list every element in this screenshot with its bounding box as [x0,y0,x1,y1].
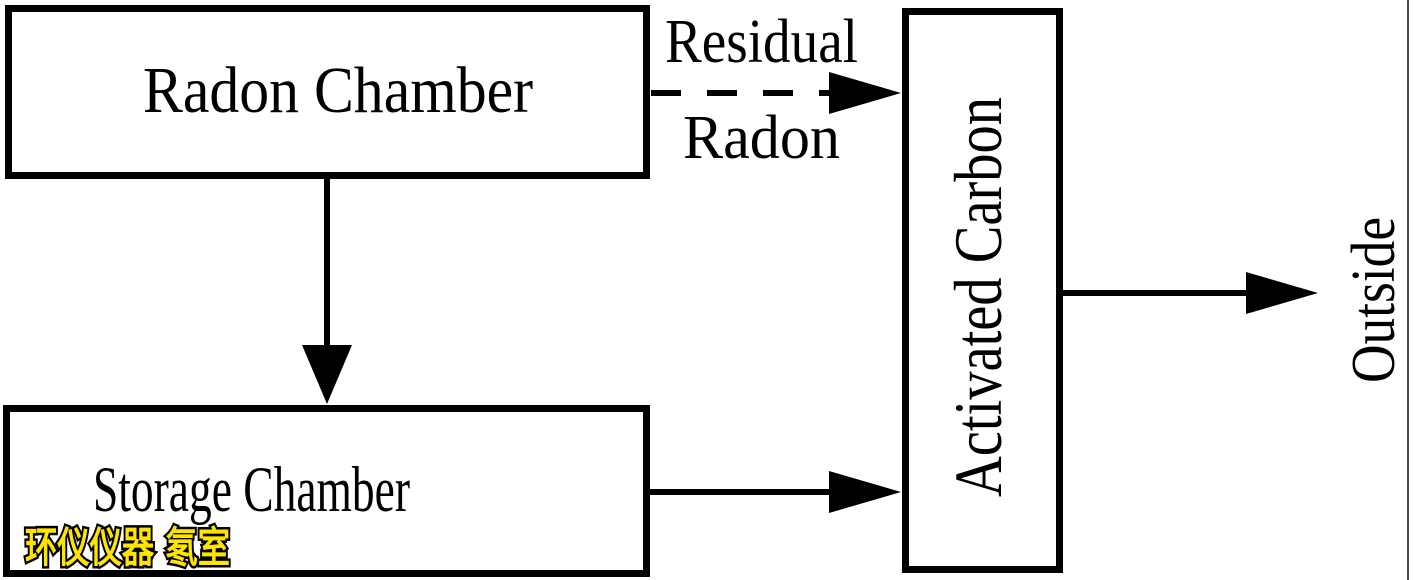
storage-chamber-box [3,405,650,577]
radon-chamber-label: Radon Chamber [143,54,533,127]
residual-radon-arrowhead-icon [829,72,901,114]
radon-to-storage-arrowhead-icon [302,345,352,404]
carbon-to-outside-arrowhead-icon [1246,272,1318,314]
residual-radon-dashed-arrow [651,72,901,114]
activated-carbon-box [902,8,1063,573]
outside-label: Outside [1340,217,1408,383]
radon-to-storage-arrow [302,178,352,404]
activated-carbon-label: Activated Carbon [940,97,1016,497]
residual-label: Residual [665,8,858,76]
radon-chamber-box [5,5,650,179]
radon-label: Radon [683,104,840,172]
storage-chamber-label: Storage Chamber [93,454,410,526]
carbon-to-outside-arrow [1062,272,1318,314]
storage-to-carbon-arrow [650,471,901,513]
storage-to-carbon-arrowhead-icon [829,471,901,513]
watermark-text: 环仪仪器 氡室 [25,523,230,572]
